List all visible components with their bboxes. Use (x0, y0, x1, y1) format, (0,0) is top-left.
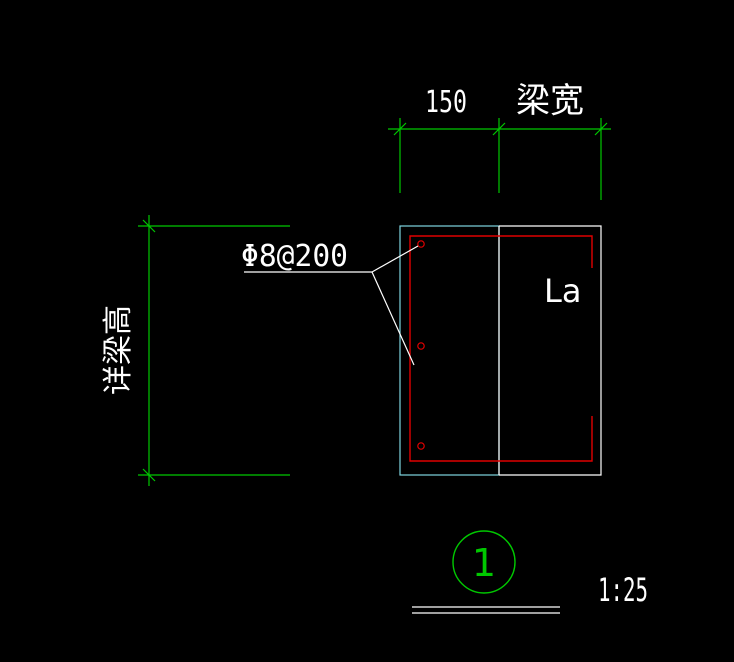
left-tick-bottom (142, 468, 156, 482)
section-outline (399, 225, 602, 476)
left-tick-top (142, 219, 156, 233)
anchorage-label: La (544, 272, 581, 310)
top-tick-mid (492, 122, 506, 136)
top-tick-right (594, 122, 608, 136)
stirrup-rebar (409, 235, 593, 462)
detail-number-circle (452, 530, 516, 594)
detail-number: 1 (472, 541, 496, 585)
rebar-bar-middle (417, 342, 425, 350)
top-tick-left (393, 122, 407, 136)
dimension-label-beam-width: 梁宽 (516, 81, 584, 121)
rebar-bar-bottom (417, 442, 425, 450)
dimension-label-beam-height: 详梁高 (101, 305, 136, 395)
detail-marker: 1 1:25 (412, 530, 648, 614)
rebar-bar-top (417, 240, 425, 248)
rebar-spec-label: Φ8@200 (241, 239, 348, 274)
left-block-outline (399, 225, 500, 476)
leader-line-to-top-bar (371, 245, 419, 273)
left-dimension: 详梁高 (101, 215, 290, 486)
rebar-callout: Φ8@200 (241, 239, 419, 366)
right-block-outline (499, 225, 602, 476)
leader-line-to-middle-bar (371, 271, 415, 366)
dimension-label-150: 150 (425, 85, 467, 120)
top-dimension: 150 梁宽 (388, 81, 611, 200)
detail-scale-label: 1:25 (598, 571, 648, 609)
rebar (409, 235, 593, 462)
